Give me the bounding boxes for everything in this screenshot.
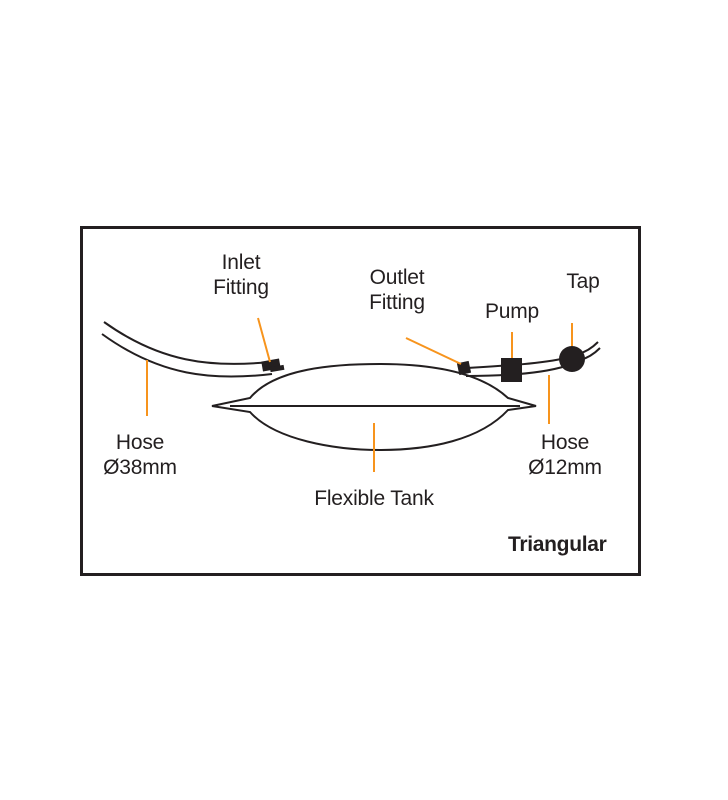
tap-label: Tap — [560, 269, 606, 294]
hose-38mm-label-line1: Hose — [115, 431, 165, 454]
pump-label: Pump — [478, 299, 546, 324]
inlet-fitting-label-line2: Fitting — [213, 276, 269, 299]
inlet-fitting-label: Inlet Fitting — [206, 250, 276, 300]
hose-38mm-label-line2: Ø38mm — [103, 456, 177, 479]
outlet-fitting-label-line2: Fitting — [369, 291, 425, 314]
inlet-fitting-collar — [269, 364, 285, 373]
inlet-fitting-leader — [257, 317, 271, 363]
tap-label-text: Tap — [566, 270, 600, 293]
pump-label-text: Pump — [484, 300, 540, 323]
outlet-fitting-label: Outlet Fitting — [358, 265, 436, 315]
inlet-fitting-label-line1: Inlet — [221, 251, 261, 274]
hose-12mm-label: Hose Ø12mm — [520, 430, 610, 480]
flexible-tank-label: Flexible Tank — [300, 486, 448, 511]
hose-12mm-label-line1: Hose — [540, 431, 590, 454]
outlet-fitting-label-line1: Outlet — [369, 266, 425, 289]
tank-shape-title: Triangular — [508, 533, 607, 556]
pump-shape — [501, 358, 522, 382]
hose-38mm-outer — [103, 321, 271, 365]
flexible-tank-label-text: Flexible Tank — [314, 487, 434, 510]
tap-shape — [559, 346, 585, 372]
outlet-fitting-leader — [405, 337, 462, 365]
hose-12mm-label-line2: Ø12mm — [528, 456, 602, 479]
diagram-frame — [80, 226, 641, 576]
hose-38mm-inner — [101, 333, 273, 378]
hose-38mm-label: Hose Ø38mm — [96, 430, 184, 480]
